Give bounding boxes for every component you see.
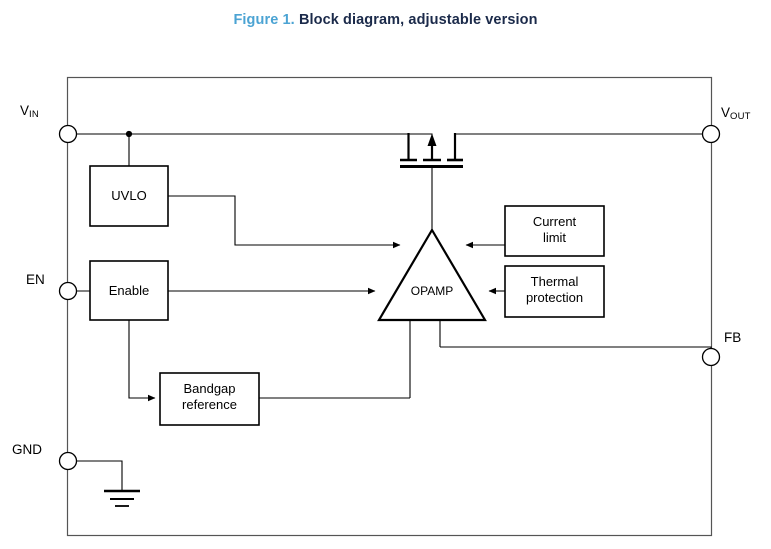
wire-vin-rail	[68, 133, 433, 142]
figure-title: Figure 1. Block diagram, adjustable vers…	[0, 12, 771, 28]
wire-uvlo-to-opamp	[168, 195, 401, 249]
device-boundary	[66, 76, 713, 537]
block-uvlo	[89, 165, 169, 227]
pin-terminal-gnd[interactable]	[58, 451, 78, 471]
pin-terminal-en[interactable]	[58, 281, 78, 301]
pin-label-vout: VOUT	[721, 105, 751, 122]
opamp-triangle	[377, 227, 487, 322]
figure-number: Figure 1.	[233, 12, 295, 28]
pin-label-fb: FB	[724, 330, 742, 345]
block-current-limit	[504, 205, 605, 257]
block-label-current-limit: Current limit	[532, 214, 577, 245]
block-enable	[89, 260, 169, 321]
pin-terminal-vin[interactable]	[58, 124, 78, 144]
pin-label-gnd: GND	[12, 442, 42, 457]
block-label-uvlo: UVLO	[111, 188, 147, 203]
block-label-enable: Enable	[108, 283, 150, 298]
figure-caption: Block diagram, adjustable version	[298, 12, 538, 28]
block-label-thermal-protection: Thermal protection	[525, 274, 584, 305]
pin-label-vin: VIN	[20, 103, 39, 120]
mosfet-gate-arrowhead	[427, 133, 437, 146]
wire-enable-to-bandgap	[128, 320, 156, 402]
pin-label-en: EN	[26, 272, 45, 287]
block-label-bandgap-reference: Bandgap reference	[182, 381, 237, 412]
block-thermal-protection	[504, 265, 605, 318]
wire-gnd	[68, 460, 123, 490]
wire-opamp-to-fb	[440, 346, 712, 357]
pin-terminal-fb[interactable]	[701, 347, 721, 367]
pin-terminal-vout[interactable]	[701, 124, 721, 144]
opamp-label: OPAMP	[410, 284, 454, 298]
block-bandgap-reference	[159, 372, 260, 426]
